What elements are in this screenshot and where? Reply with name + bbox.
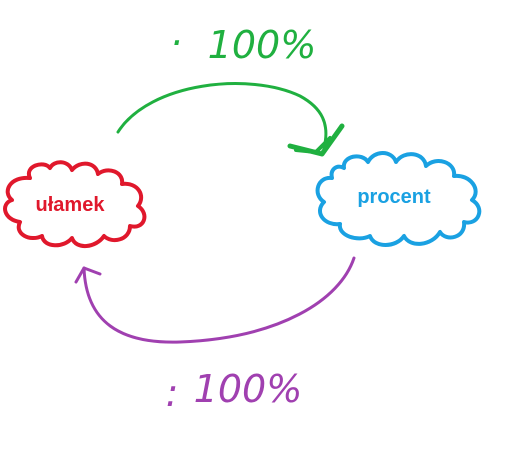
to-fraction-edge-label: : 100% — [166, 367, 303, 415]
to-fraction-operator: : — [166, 371, 179, 415]
to-fraction-arrow-head — [74, 266, 102, 284]
percent-cloud-shape — [315, 151, 482, 247]
to-fraction-label: 100% — [194, 367, 303, 411]
percent-label: procent — [357, 186, 431, 208]
to-percent-arrow-curve — [116, 82, 328, 150]
percent-node: procent — [315, 151, 482, 247]
to-percent-edge-label: · 100% — [170, 21, 316, 67]
fraction-node: ułamek — [3, 160, 147, 248]
fraction-label: ułamek — [36, 194, 106, 216]
to-percent-arrow-head-fill — [294, 136, 332, 154]
to-fraction-arrow-curve — [82, 256, 356, 344]
to-percent-operator: · — [170, 21, 182, 65]
to-fraction-arrow — [74, 256, 356, 344]
fraction-cloud-shape — [3, 160, 147, 248]
to-percent-label: 100% — [208, 23, 317, 67]
to-percent-arrow — [116, 82, 345, 157]
